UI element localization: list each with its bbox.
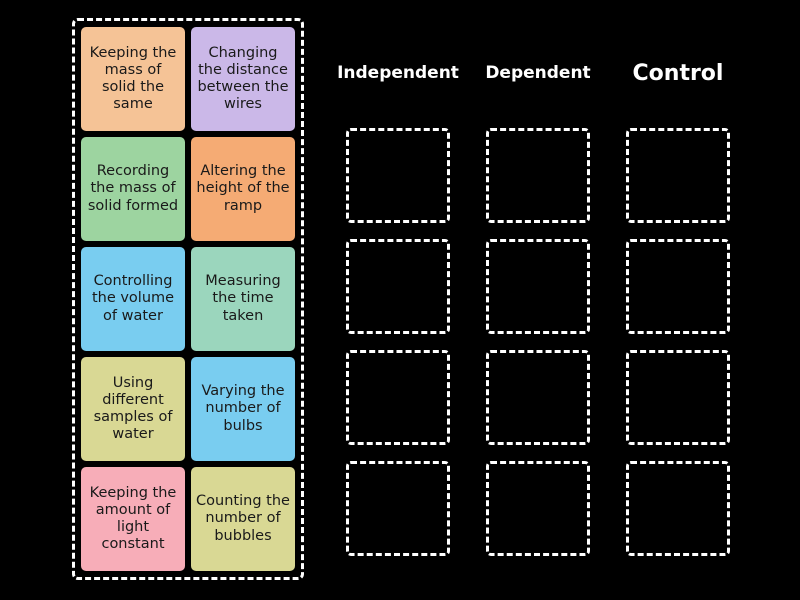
drop-slot[interactable] (346, 350, 450, 445)
draggable-tile[interactable]: Varying the number of bulbs (191, 357, 295, 461)
draggable-tile[interactable]: Keeping the mass of solid the same (81, 27, 185, 131)
draggable-tile[interactable]: Changing the distance between the wires (191, 27, 295, 131)
drop-slot[interactable] (486, 239, 590, 334)
drop-column-dependent: Dependent (478, 18, 598, 556)
draggable-tile[interactable]: Keeping the amount of light constant (81, 467, 185, 571)
draggable-tile[interactable]: Altering the height of the ramp (191, 137, 295, 241)
drop-slot[interactable] (486, 128, 590, 223)
column-title: Independent (337, 63, 459, 83)
drop-slot[interactable] (346, 239, 450, 334)
drop-zone-columns: Independent Dependent Control (330, 18, 786, 580)
drop-slot[interactable] (626, 239, 730, 334)
draggable-tile[interactable]: Recording the mass of solid formed (81, 137, 185, 241)
drop-slot[interactable] (346, 128, 450, 223)
drop-column-control: Control (618, 18, 738, 556)
drop-slot[interactable] (486, 350, 590, 445)
drop-slot[interactable] (626, 128, 730, 223)
drop-slot[interactable] (346, 461, 450, 556)
source-tray-grid: Keeping the mass of solid the same Chang… (81, 27, 295, 571)
column-slots (338, 128, 458, 556)
column-slots (478, 128, 598, 556)
draggable-tile[interactable]: Controlling the volume of water (81, 247, 185, 351)
drop-slot[interactable] (626, 461, 730, 556)
column-title: Control (632, 60, 724, 86)
column-slots (618, 128, 738, 556)
drop-slot[interactable] (486, 461, 590, 556)
draggable-tile[interactable]: Counting the number of bubbles (191, 467, 295, 571)
draggable-tile[interactable]: Using different samples of water (81, 357, 185, 461)
drop-column-independent: Independent (337, 18, 459, 556)
drop-slot[interactable] (626, 350, 730, 445)
column-title: Dependent (485, 63, 591, 83)
draggable-tile[interactable]: Measuring the time taken (191, 247, 295, 351)
source-tray[interactable]: Keeping the mass of solid the same Chang… (72, 18, 304, 580)
